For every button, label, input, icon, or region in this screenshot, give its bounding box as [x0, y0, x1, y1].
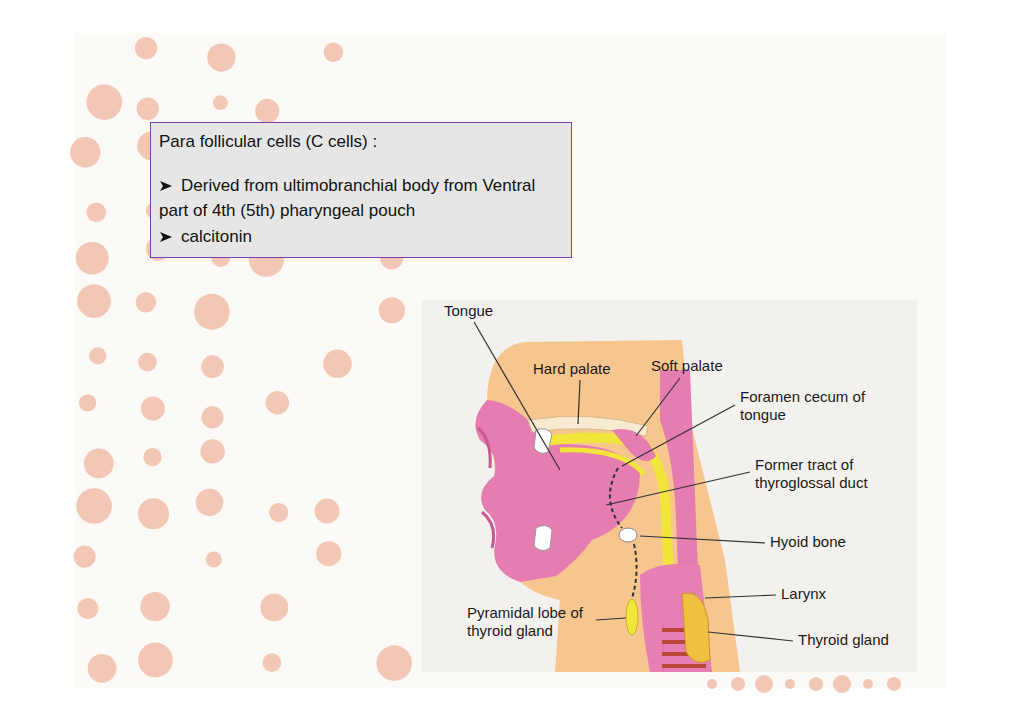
part-label: Tongue — [444, 302, 524, 320]
decor-dot — [324, 43, 344, 63]
part-label: Thyroid gland — [798, 631, 908, 649]
part-label: Hyoid bone — [770, 533, 870, 551]
decor-dot — [196, 489, 223, 516]
item-text: Derived from ultimobranchial body from V… — [159, 176, 535, 221]
decor-dot — [143, 448, 161, 466]
decor-dot — [77, 598, 98, 619]
decor-dot — [138, 498, 169, 529]
decor-dot — [809, 677, 823, 691]
decor-dot — [136, 292, 156, 312]
decor-dot — [137, 98, 159, 120]
decor-dot — [76, 488, 112, 524]
decor-dot — [201, 406, 223, 428]
decor-dot — [194, 294, 230, 330]
part-label: Hard palate — [533, 360, 633, 378]
decor-dot — [260, 593, 288, 621]
decor-dot — [377, 645, 413, 681]
bullet-item: calcitonin — [159, 224, 563, 250]
text-box: Para follicular cells (C cells) : Derived… — [150, 122, 572, 258]
part-label: Soft palate — [651, 357, 751, 375]
decor-dot — [138, 643, 173, 678]
decor-dot — [266, 391, 289, 414]
part-label: Larynx — [781, 585, 861, 603]
decor-dot — [263, 653, 282, 672]
decor-dot — [84, 449, 114, 479]
decor-dot — [88, 654, 117, 683]
decor-dot — [755, 675, 773, 693]
part-label: Foramen cecum of tongue — [740, 388, 870, 424]
decor-dot — [323, 349, 352, 378]
decor-dot — [213, 95, 228, 110]
decor-dot — [315, 499, 340, 524]
decor-dot — [316, 541, 341, 566]
decor-dot — [70, 137, 100, 167]
decor-dot — [206, 551, 222, 567]
decor-dot — [86, 84, 122, 120]
box-heading: Para follicular cells (C cells) : — [159, 129, 563, 155]
decor-dot — [201, 355, 224, 378]
item-text: calcitonin — [181, 227, 252, 246]
decor-dot — [707, 679, 717, 689]
decor-dot — [135, 37, 157, 59]
decor-dot — [833, 675, 851, 693]
decor-dot — [255, 99, 279, 123]
decor-dot — [76, 242, 109, 275]
decor-dot — [86, 203, 106, 223]
decor-dot — [89, 347, 106, 364]
heading-text: Para follicular cells (C cells) : — [159, 132, 377, 151]
decor-dot — [138, 353, 157, 372]
head-section-illustration — [422, 300, 917, 672]
decor-dot — [141, 397, 165, 421]
decor-dot — [200, 439, 224, 463]
leader-lines — [474, 322, 793, 641]
bullet-arrow — [159, 231, 173, 243]
bullet-item: Derived from ultimobranchial body from V… — [159, 173, 563, 224]
decor-dot — [140, 592, 169, 621]
decor-dot — [79, 394, 96, 411]
part-label: Former tract of thyroglossal duct — [755, 456, 905, 492]
slide-ground — [75, 33, 945, 688]
decor-dot — [379, 297, 405, 323]
decor-dot — [269, 503, 288, 522]
decor-dot — [207, 43, 235, 71]
decor-dot — [785, 679, 795, 689]
part-label: Pyramidal lobe of thyroid gland — [467, 604, 592, 640]
decor-dot — [74, 546, 96, 568]
bullet-arrow — [159, 180, 173, 192]
decor-dot — [731, 677, 745, 691]
decor-dot — [77, 284, 111, 318]
decor-dot — [887, 677, 901, 691]
decor-dot — [863, 679, 873, 689]
